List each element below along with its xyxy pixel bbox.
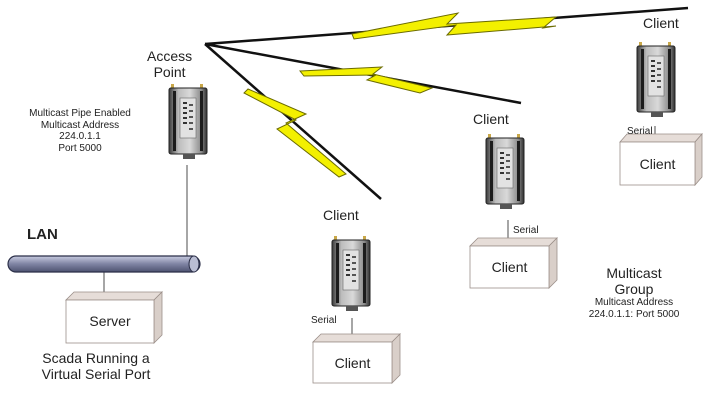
client-title: Client — [323, 207, 359, 223]
access-point-info-line: 224.0.1.1 — [59, 131, 101, 142]
server-box-label: Server — [89, 313, 131, 329]
client-box-label: Client — [639, 156, 676, 172]
lightning-bolt-middle — [243, 88, 347, 178]
lightning-bolt-right — [298, 66, 434, 94]
lan-pipe-icon — [7, 255, 201, 273]
computer-box-icon — [619, 132, 703, 187]
client-box-label: Client — [491, 259, 528, 275]
lan-label: LAN — [27, 226, 58, 243]
computer-box-icon — [65, 291, 163, 344]
client-title: Client — [473, 111, 509, 127]
lightning-link-icon — [243, 12, 558, 178]
radio-device-icon — [331, 235, 371, 312]
server-caption: Scada Running a Virtual Serial Port — [10, 350, 182, 382]
access-point-title-line2: Point — [153, 64, 186, 81]
radio-device-icon — [485, 133, 525, 210]
multicast-group-label: Multicast Group Multicast Address 224.0.… — [571, 265, 697, 320]
access-point-info: Multicast Pipe Enabled Multicast Address… — [14, 108, 146, 154]
client-title: Client — [643, 15, 679, 31]
access-point-info-line: Multicast Address — [40, 119, 120, 131]
multicast-group-address: Multicast Address — [594, 297, 674, 309]
lightning-bolt-far-right — [351, 12, 558, 40]
access-point-title-line1: Access — [147, 48, 193, 64]
multicast-group-port: 224.0.1.1: Port 5000 — [588, 308, 680, 320]
serial-label: Serial — [627, 126, 653, 137]
computer-box-icon — [312, 333, 401, 384]
multicast-group-line2: Group — [614, 281, 654, 298]
radio-device-icon — [168, 83, 208, 160]
serial-label: Serial — [513, 225, 539, 236]
access-point-title: Access Point — [147, 48, 192, 80]
access-point-info-line: Multicast Pipe Enabled — [29, 108, 131, 119]
client-box-label: Client — [334, 355, 371, 371]
server-caption-line2: Virtual Serial Port — [41, 366, 151, 383]
multicast-group-line1: Multicast — [606, 265, 662, 281]
computer-box-icon — [469, 237, 558, 289]
serial-label: Serial — [311, 315, 337, 326]
radio-device-icon — [636, 41, 676, 118]
server-caption-line1: Scada Running a — [42, 350, 150, 366]
access-point-info-line: Port 5000 — [58, 142, 102, 154]
